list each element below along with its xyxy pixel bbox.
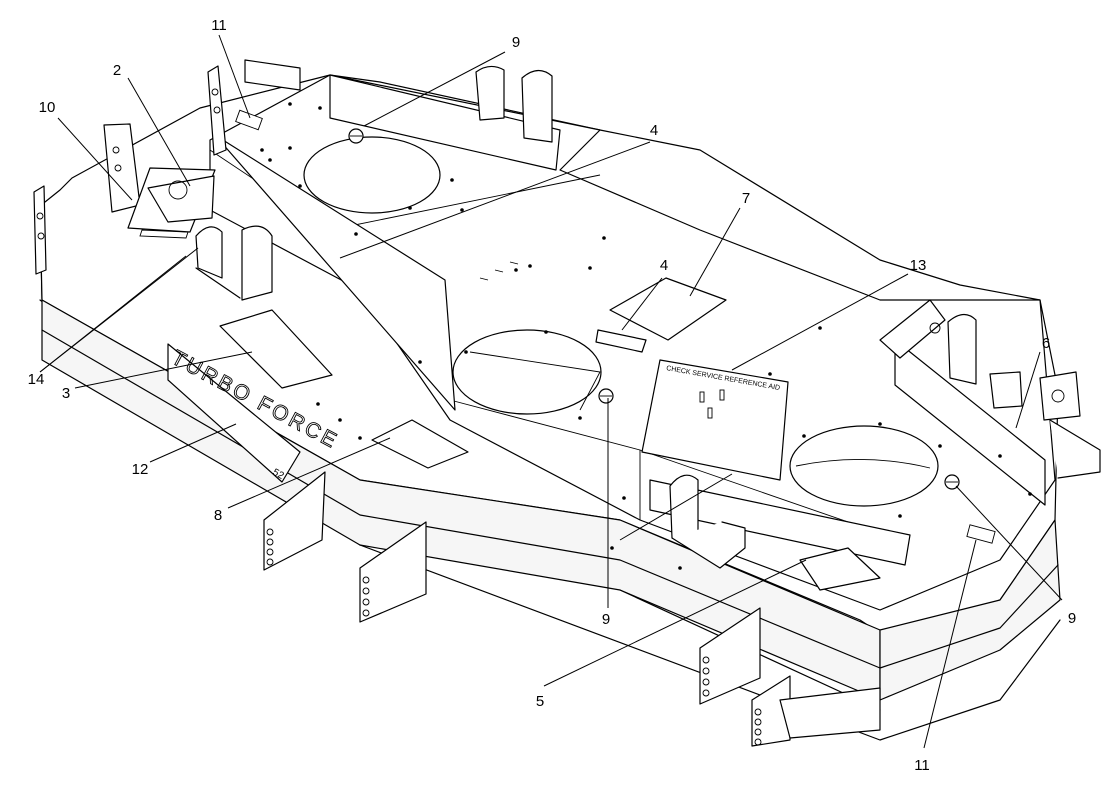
leader-7	[689, 207, 741, 297]
leader-11-front	[923, 539, 977, 749]
fasteners	[260, 102, 1032, 570]
leader-13-b	[619, 473, 733, 541]
callout-4-right: 4	[660, 257, 668, 274]
callout-11-rear: 11	[211, 17, 227, 34]
callout-8: 8	[214, 507, 222, 524]
leader-5	[543, 559, 807, 687]
callout-4-left: 4	[650, 122, 658, 139]
callout-6: 6	[1042, 335, 1050, 352]
right-baffle	[894, 339, 1046, 506]
callout-5: 5	[536, 693, 544, 710]
leader-9-top	[363, 51, 506, 127]
leader-4-left	[339, 141, 651, 259]
decal-11-front	[966, 524, 996, 544]
leader-3	[74, 351, 253, 389]
right-spindle-hole	[789, 425, 939, 507]
front-lift-arms	[263, 471, 881, 747]
decal-3	[219, 309, 333, 389]
leader-6	[1015, 351, 1041, 429]
left-spindle-hole	[303, 136, 441, 214]
leader-13-a	[731, 273, 909, 371]
leader-8	[227, 437, 391, 509]
leader-12	[149, 423, 237, 463]
decal-11-rear	[235, 109, 263, 131]
callout-9-center: 9	[602, 611, 610, 628]
decal-5	[799, 547, 881, 591]
callout-9-right: 9	[1068, 610, 1076, 627]
callout-7: 7	[742, 190, 750, 207]
leader-4-right	[621, 277, 663, 331]
leader-lines	[39, 34, 1063, 749]
leader-2	[127, 77, 191, 187]
decal-2	[147, 175, 215, 223]
callout-12: 12	[132, 461, 149, 478]
leader-14-b	[39, 255, 187, 373]
leader-9-right	[955, 485, 1063, 601]
callout-13: 13	[910, 257, 927, 274]
decal-12-brand-panel	[167, 343, 301, 483]
callout-14: 14	[28, 371, 45, 388]
callout-9-top: 9	[512, 34, 520, 51]
brackets	[33, 59, 1101, 569]
decal-8	[371, 419, 469, 469]
decal-13	[641, 359, 789, 481]
leader-11-rear	[218, 34, 251, 119]
decal-7	[609, 277, 727, 341]
callout-2: 2	[113, 62, 121, 79]
baffles	[214, 74, 1046, 566]
decals: CHECK SERVICE REFERENCE AID TURBO FORCE …	[127, 109, 996, 591]
front-baffle	[649, 479, 911, 566]
center-spindle-hole	[452, 329, 602, 415]
callout-10: 10	[39, 99, 56, 116]
callout-3: 3	[62, 385, 70, 402]
brand-sub-text: 52	[271, 467, 286, 482]
spindle-openings	[303, 136, 939, 507]
callouts: 11 2 10 9 4 4 7 13 6 14 3 12 8 9 5 11 9	[28, 17, 1077, 774]
callout-11-front: 11	[914, 757, 930, 774]
decal-4	[595, 329, 647, 353]
leader-10	[57, 117, 133, 201]
